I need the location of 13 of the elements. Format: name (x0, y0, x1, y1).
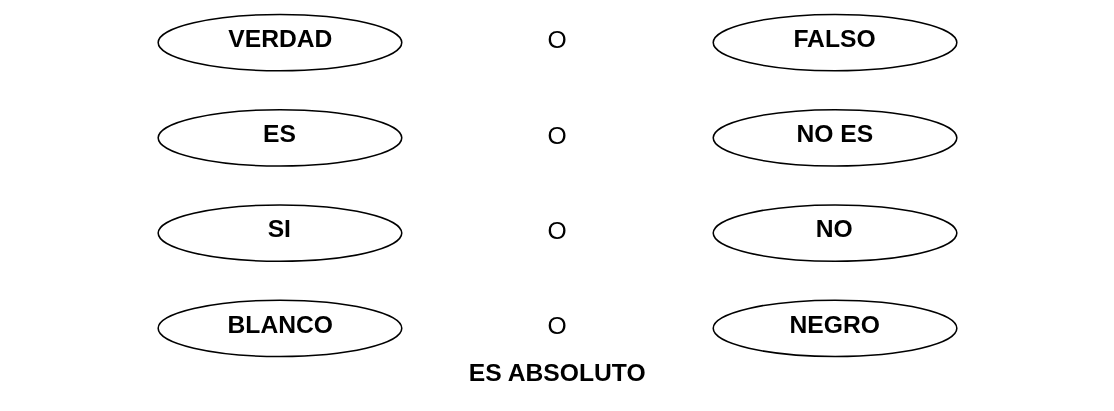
node-ellipse: NO ES (711, 108, 958, 167)
node-ellipse: VERDAD (156, 13, 403, 72)
node-ellipse: NEGRO (711, 299, 958, 358)
node-ellipse: FALSO (711, 13, 958, 72)
label: O (546, 26, 567, 54)
label: O (546, 216, 567, 244)
label: O (546, 121, 567, 149)
node-ellipse: NO (711, 204, 958, 262)
caption: ES ABSOLUTO (468, 359, 646, 387)
node-ellipse: BLANCO (156, 299, 403, 358)
node-ellipse: SI (156, 204, 403, 262)
node-ellipse: ES (156, 108, 403, 167)
label: O (546, 312, 567, 340)
